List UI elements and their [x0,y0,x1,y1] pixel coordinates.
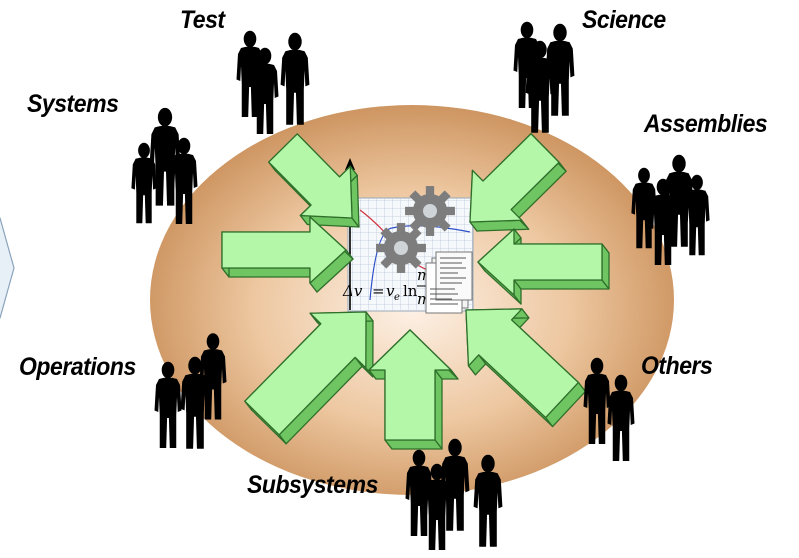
people-group-subsystems [405,438,503,550]
arrow-front-face [244,311,367,436]
arrow-front-face [221,216,347,284]
group-label-assemblies: Assemblies [644,110,768,138]
arrow-from-subsystems [368,329,459,450]
arrow-front-face [477,228,603,296]
equation-ve-sub: e [394,292,400,303]
left-edge-chevron-shape [0,217,15,319]
arrow-from-operations [244,311,374,445]
people-group-test [236,30,310,134]
arrow-front-face [268,133,353,219]
arrow-from-science [469,133,567,232]
group-label-others: Others [641,352,713,380]
arrow-side-face [434,369,443,450]
people-group-science [513,21,575,133]
equation-ve: v [386,282,395,300]
group-label-test: Test [180,6,225,34]
equation-equals: = [372,282,385,300]
group-label-science: Science [582,6,666,34]
arrow-side-face [601,243,610,290]
arrow-from-others [465,308,587,428]
group-label-subsystems: Subsystems [247,471,378,499]
gear-icon [376,223,426,273]
arrow-from-systems [221,216,354,293]
gear-icon [405,186,455,236]
arrow-side-face [513,279,610,290]
document-sheets-icon [425,251,473,314]
arrow-front-face [465,308,580,419]
arrow-front-face [368,329,452,441]
arrow-from-assemblies [477,228,610,305]
arrow-front-face [469,133,560,223]
equation-ln: ln [403,282,418,300]
person-icon [280,32,310,125]
group-label-systems: Systems [27,90,119,118]
group-label-operations: Operations [19,353,136,381]
arrow-side-face [221,267,318,278]
equation-lhs: Δv [342,282,363,300]
people-group-systems [131,107,198,224]
arrow-side-face [384,439,443,450]
